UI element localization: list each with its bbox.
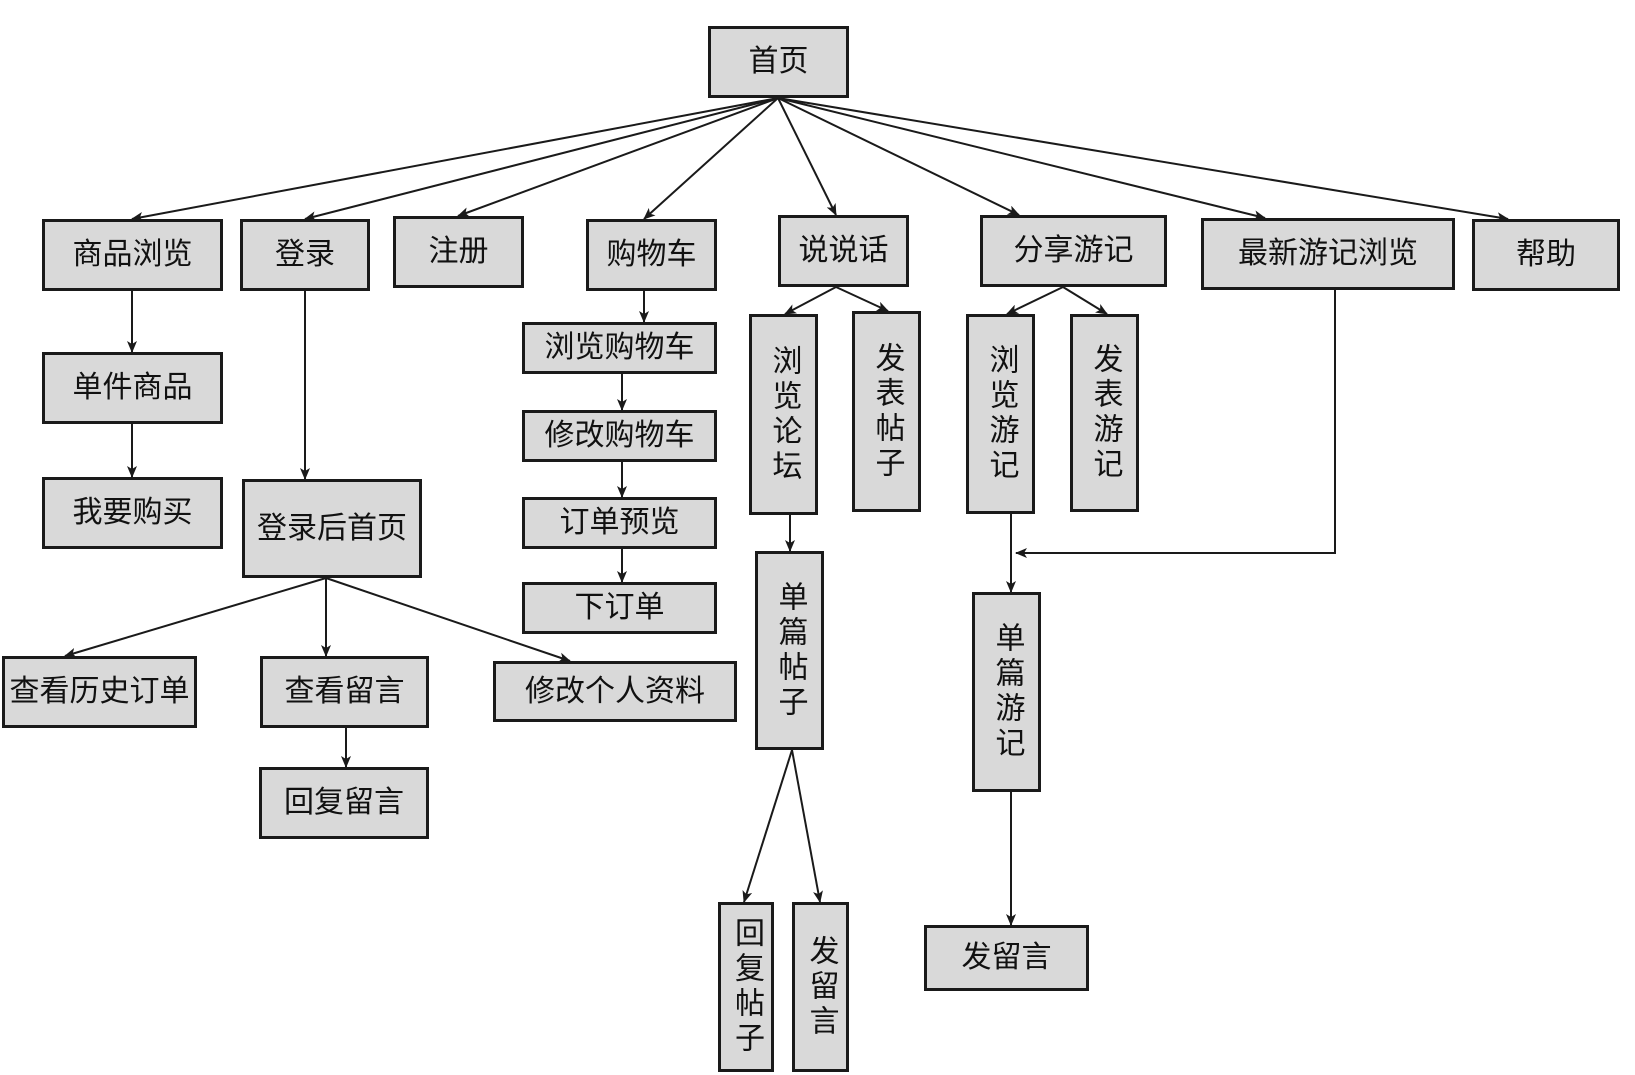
node-cart: 购物车: [586, 219, 717, 291]
node-reply-post: 回复帖子: [718, 902, 774, 1072]
node-single-travel: 单篇游记: [972, 592, 1041, 792]
node-order-preview: 订单预览: [522, 497, 717, 549]
node-travel-message: 发留言: [924, 925, 1089, 991]
node-order-history: 查看历史订单: [2, 656, 197, 728]
edge-after-edit-profile: [325, 577, 571, 663]
node-browse-travel: 浏览游记: [966, 314, 1035, 514]
edge-home-latest-travel: [777, 97, 1266, 221]
edge-home-help: [777, 97, 1509, 223]
node-help: 帮助: [1472, 219, 1620, 291]
node-buy: 我要购买: [42, 477, 223, 549]
node-single-post: 单篇帖子: [755, 551, 824, 750]
node-home-after-login: 登录后首页: [242, 479, 422, 578]
node-view-messages: 查看留言: [260, 656, 429, 728]
edge-home-talk: [777, 97, 837, 216]
edge-latest-single-travel: [1015, 290, 1336, 558]
node-register: 注册: [393, 216, 524, 288]
node-talk: 说说话: [778, 215, 909, 287]
edge-home-login: [304, 97, 779, 222]
node-home: 首页: [708, 26, 849, 98]
node-share-travel: 分享游记: [980, 215, 1167, 287]
node-browse-forum: 浏览论坛: [749, 314, 818, 515]
edge-post-reply: [742, 749, 793, 903]
node-publish-travel: 发表游记: [1070, 314, 1139, 512]
edge-talk-forum: [784, 286, 837, 315]
edge-talk-publish: [835, 286, 889, 312]
node-login: 登录: [240, 219, 370, 291]
edge-share-publish: [1062, 286, 1108, 315]
edge-home-register: [457, 97, 779, 217]
node-edit-cart: 修改购物车: [522, 410, 717, 462]
node-edit-profile: 修改个人资料: [493, 661, 737, 722]
node-browse-cart: 浏览购物车: [522, 322, 717, 374]
edge-home-product-browse: [131, 97, 779, 222]
node-publish-post: 发表帖子: [852, 311, 921, 512]
edge-home-share-travel: [777, 97, 1020, 216]
node-product-browse: 商品浏览: [42, 219, 223, 291]
edge-after-order-history: [64, 577, 327, 658]
edge-home-cart: [643, 97, 779, 220]
node-post-message: 发留言: [792, 902, 849, 1072]
node-single-product: 单件商品: [42, 352, 223, 424]
edge-share-browse: [1006, 286, 1064, 315]
edge-post-message: [791, 749, 823, 903]
node-place-order: 下订单: [522, 582, 717, 634]
node-latest-travel: 最新游记浏览: [1201, 218, 1455, 290]
node-reply-message: 回复留言: [259, 767, 429, 839]
